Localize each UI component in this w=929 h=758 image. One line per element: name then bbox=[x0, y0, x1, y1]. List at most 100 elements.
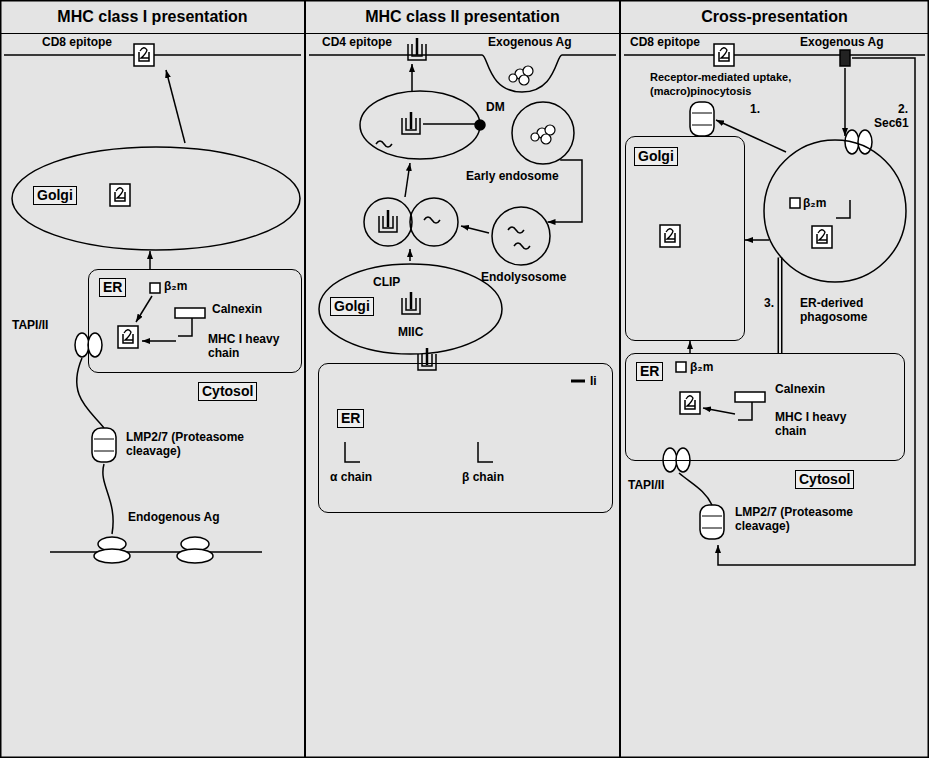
mhc1-icon bbox=[812, 226, 832, 248]
loading-compartment bbox=[360, 91, 480, 159]
epitope-label: CD8 epitope bbox=[42, 35, 112, 49]
beta-chain-icon bbox=[478, 442, 493, 462]
compartment-label: Early endosome bbox=[466, 169, 559, 183]
compartment-outline bbox=[492, 207, 550, 265]
shape-outline bbox=[491, 206, 551, 266]
golgi-compartment: Golgi bbox=[625, 136, 745, 341]
connector bbox=[780, 258, 781, 354]
mhc2-icon bbox=[379, 210, 397, 232]
molecule-label: MHC I heavy chain bbox=[208, 332, 298, 360]
assembly-arrow bbox=[136, 296, 152, 322]
endolysosome-circle: Endolysosome bbox=[491, 206, 551, 266]
peptide-chain bbox=[103, 464, 113, 534]
peptide-fragment bbox=[376, 141, 392, 147]
step-number: 1. bbox=[750, 102, 760, 116]
mhc1-icon bbox=[110, 184, 130, 206]
transport-arrow bbox=[405, 163, 410, 197]
mhc1-icon bbox=[660, 225, 680, 247]
compartment-label: ER bbox=[99, 278, 126, 297]
er-compartment: ER bbox=[88, 269, 302, 373]
b2m-icon bbox=[676, 362, 686, 372]
compartment-label: ER bbox=[636, 362, 663, 381]
connector bbox=[149, 251, 151, 269]
er-compartment: ER bbox=[625, 353, 905, 461]
endosome-circle: Early endosome bbox=[511, 101, 575, 165]
shape-outline bbox=[763, 139, 907, 283]
dm-line bbox=[423, 123, 475, 125]
connector-outer bbox=[778, 258, 783, 354]
proteasome-label: LMP2/7 (Proteasome cleavage) bbox=[126, 430, 266, 458]
mhc2-icon bbox=[408, 38, 426, 60]
golgi-compartment: GolgiCLIPMIIC bbox=[318, 263, 503, 355]
ribosome-icon bbox=[94, 537, 130, 563]
epitope-label: CD4 epitope bbox=[322, 35, 392, 49]
molecule-label: CLIP bbox=[373, 275, 400, 289]
transporter-label: TAPI/II bbox=[12, 318, 48, 332]
mhc1-icon bbox=[118, 326, 138, 348]
molecule-label: MHC I heavy chain bbox=[775, 410, 875, 438]
proteasome-icon bbox=[700, 505, 724, 539]
peptide-fragment bbox=[508, 227, 524, 233]
compartment-label: Golgi bbox=[330, 297, 374, 316]
assembly-arrow bbox=[142, 340, 176, 342]
compartment-label: Endolysosome bbox=[481, 270, 566, 284]
antigen-label: Exogenous Ag bbox=[800, 35, 884, 49]
antigen-label: Exogenous Ag bbox=[488, 35, 572, 49]
proteasome-icon bbox=[92, 428, 116, 462]
peptide-chain bbox=[679, 473, 712, 505]
assembly-arrow bbox=[703, 408, 735, 414]
proteasome-label: LMP2/7 (Proteasome cleavage) bbox=[735, 505, 885, 533]
peptide-fragment bbox=[424, 217, 440, 223]
connector-inner bbox=[779, 258, 781, 354]
panel-title: MHC class I presentation bbox=[1, 1, 304, 34]
mhc1-icon bbox=[714, 44, 734, 66]
cell-membrane bbox=[309, 55, 616, 92]
panel-title: Cross-presentation bbox=[621, 1, 928, 34]
compartment-label: Golgi bbox=[634, 147, 678, 166]
compartment-outline bbox=[319, 264, 502, 354]
connector bbox=[689, 341, 691, 353]
region-label: Cytosol bbox=[198, 382, 257, 401]
fusing-vesicle bbox=[410, 198, 458, 246]
shape-outline bbox=[511, 101, 575, 165]
mhc1-icon bbox=[680, 392, 700, 414]
alpha-chain-icon bbox=[345, 442, 360, 462]
epitope-label: CD8 epitope bbox=[630, 35, 700, 49]
tap-icon bbox=[663, 448, 690, 472]
mhc2-icon bbox=[402, 292, 420, 314]
molecule-label: β₂m bbox=[690, 360, 713, 374]
b2m-icon bbox=[150, 283, 160, 293]
panel-column: MHC class II presentationEarly endosomeE… bbox=[305, 0, 620, 758]
compartment-outline bbox=[512, 102, 574, 164]
compartment-label: ER-derived phagosome bbox=[800, 296, 905, 324]
receptor-icon bbox=[840, 50, 850, 66]
connector bbox=[745, 239, 769, 241]
phagosome-circle: ER-derived phagosome bbox=[763, 139, 907, 283]
calnexin-icon bbox=[175, 308, 205, 318]
compartment-outline bbox=[12, 147, 300, 250]
peptide-fragment bbox=[514, 243, 530, 249]
heavy-chain-icon bbox=[836, 200, 850, 218]
peptide-chain bbox=[77, 358, 104, 428]
heavy-chain-icon bbox=[738, 402, 752, 420]
compartment-label: ER bbox=[337, 409, 364, 428]
antigen-blob bbox=[531, 125, 555, 144]
molecule-label: β₂m bbox=[164, 279, 187, 293]
transport-arrow bbox=[461, 226, 489, 233]
compartment-outline bbox=[764, 140, 906, 282]
region-label: Cytosol bbox=[795, 470, 854, 489]
molecule-label: α chain bbox=[330, 470, 372, 484]
transport-arrow bbox=[166, 70, 185, 143]
dm-dot bbox=[475, 120, 485, 130]
b2m-icon bbox=[790, 198, 800, 208]
mrna-strand bbox=[50, 551, 262, 553]
transport-arrow bbox=[411, 64, 413, 91]
molecule-label: Calnexin bbox=[212, 302, 262, 316]
cell-membrane bbox=[624, 54, 925, 56]
transporter-label: TAPI/II bbox=[628, 478, 664, 492]
molecule-label: Sec61 bbox=[874, 116, 909, 130]
panel-title: MHC class II presentation bbox=[306, 1, 619, 34]
